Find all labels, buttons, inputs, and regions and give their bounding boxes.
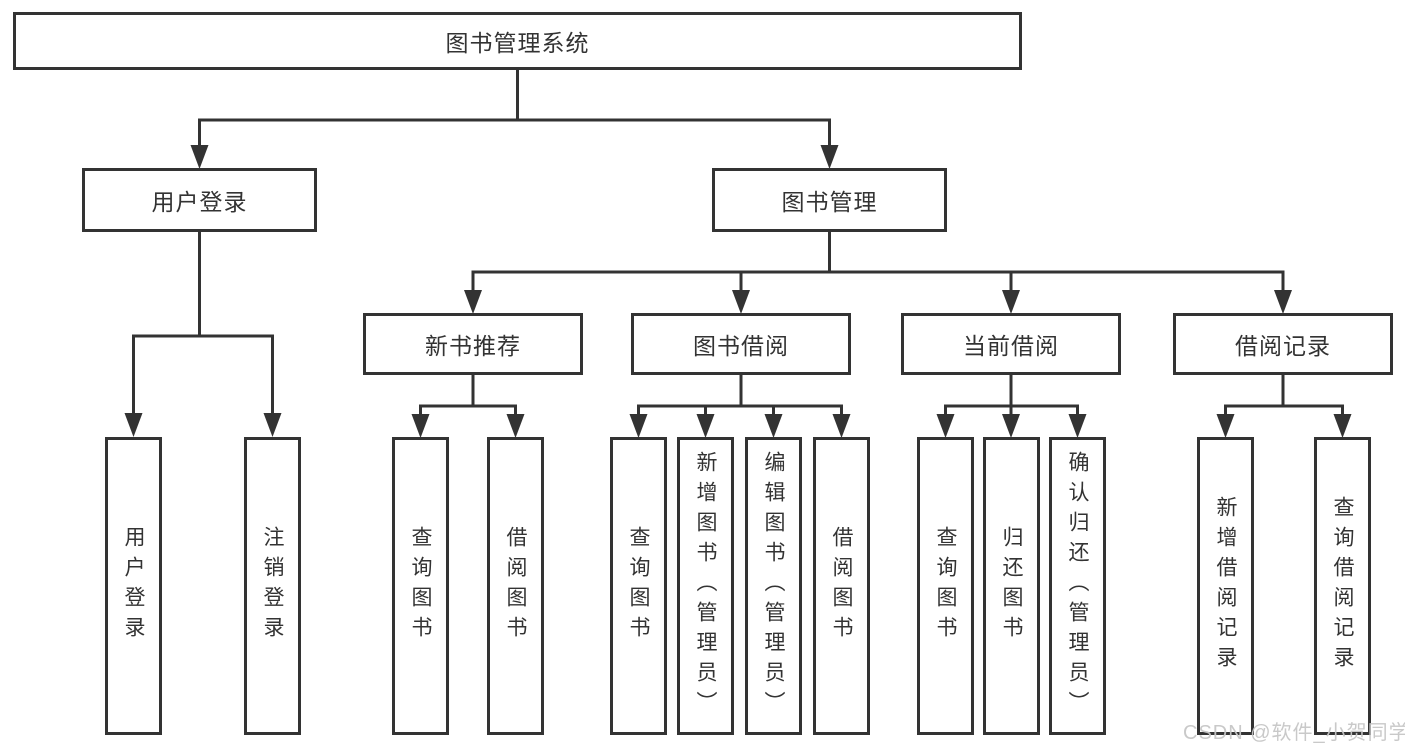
node-leaf-br-query-record-label: 查询借阅记录 xyxy=(1331,496,1354,676)
node-category-current-borrow-label: 当前借阅 xyxy=(963,333,1059,359)
node-branch-book-management: 图书管理 xyxy=(712,168,947,232)
node-leaf-bb-query-books-label: 查询图书 xyxy=(627,526,650,646)
node-branch-user-login-label: 用户登录 xyxy=(151,189,248,215)
node-category-book-borrow-label: 图书借阅 xyxy=(693,333,789,359)
node-leaf-nbr-query-books-label: 查询图书 xyxy=(409,526,432,646)
node-leaf-bb-query-books: 查询图书 xyxy=(610,437,667,735)
node-leaf-user-login-label: 用户登录 xyxy=(122,526,145,646)
node-category-current-borrow: 当前借阅 xyxy=(901,313,1121,375)
node-leaf-nbr-borrow-books-label: 借阅图书 xyxy=(504,526,527,646)
node-category-new-book-recommend-label: 新书推荐 xyxy=(425,333,521,359)
node-leaf-cb-query-books-label: 查询图书 xyxy=(934,526,957,646)
node-leaf-br-add-record-label: 新增借阅记录 xyxy=(1214,496,1237,676)
node-leaf-bb-edit-books-admin-label: 编辑图书（管理员） xyxy=(762,451,785,721)
node-leaf-nbr-borrow-books: 借阅图书 xyxy=(487,437,544,735)
node-branch-book-management-label: 图书管理 xyxy=(781,189,878,215)
node-category-book-borrow: 图书借阅 xyxy=(631,313,851,375)
node-leaf-cb-query-books: 查询图书 xyxy=(917,437,974,735)
node-leaf-nbr-query-books: 查询图书 xyxy=(392,437,449,735)
csdn-watermark: CSDN @软件_小贺同学 xyxy=(1183,722,1405,744)
node-leaf-bb-add-books-admin-label: 新增图书（管理员） xyxy=(694,451,717,721)
node-leaf-bb-borrow-books: 借阅图书 xyxy=(813,437,870,735)
node-leaf-logout: 注销登录 xyxy=(244,437,301,735)
node-leaf-logout-label: 注销登录 xyxy=(261,526,284,646)
node-leaf-cb-confirm-return-admin-label: 确认归还（管理员） xyxy=(1066,451,1089,721)
node-leaf-bb-borrow-books-label: 借阅图书 xyxy=(830,526,853,646)
node-category-new-book-recommend: 新书推荐 xyxy=(363,313,583,375)
node-category-borrow-records: 借阅记录 xyxy=(1173,313,1393,375)
node-leaf-cb-return-books-label: 归还图书 xyxy=(1000,526,1023,646)
node-branch-user-login: 用户登录 xyxy=(82,168,317,232)
node-root: 图书管理系统 xyxy=(13,12,1022,70)
node-leaf-bb-edit-books-admin: 编辑图书（管理员） xyxy=(745,437,802,735)
node-category-borrow-records-label: 借阅记录 xyxy=(1235,333,1331,359)
node-leaf-user-login: 用户登录 xyxy=(105,437,162,735)
node-leaf-cb-return-books: 归还图书 xyxy=(983,437,1040,735)
node-leaf-br-add-record: 新增借阅记录 xyxy=(1197,437,1254,735)
node-root-label: 图书管理系统 xyxy=(445,30,590,56)
node-leaf-cb-confirm-return-admin: 确认归还（管理员） xyxy=(1049,437,1106,735)
node-leaf-bb-add-books-admin: 新增图书（管理员） xyxy=(677,437,734,735)
node-leaf-br-query-record: 查询借阅记录 xyxy=(1314,437,1371,735)
